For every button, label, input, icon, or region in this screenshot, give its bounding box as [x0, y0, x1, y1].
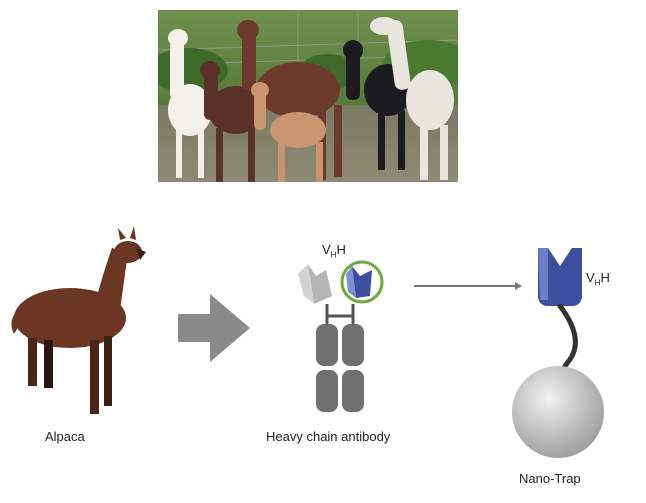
nanobody-workflow-diagram: Alpaca Heavy chain antibody Nano-Trap VH… [0, 200, 646, 503]
nano-trap [512, 248, 604, 458]
alpaca-photo-illustration [158, 10, 458, 182]
alpaca-group-photo [158, 10, 458, 182]
nano-trap-label: Nano-Trap [519, 471, 581, 486]
vhh-label-antibody: VHH [322, 242, 346, 260]
diagram-graphics [11, 226, 604, 458]
vhh-label-nanotrap: VHH [586, 270, 610, 288]
alpaca-figure [11, 226, 146, 414]
big-arrow [178, 294, 250, 362]
heavy-chain-antibody-label: Heavy chain antibody [266, 429, 391, 444]
heavy-chain-antibody [298, 260, 384, 412]
alpaca-label: Alpaca [45, 429, 85, 444]
small-arrow-head [515, 282, 522, 290]
